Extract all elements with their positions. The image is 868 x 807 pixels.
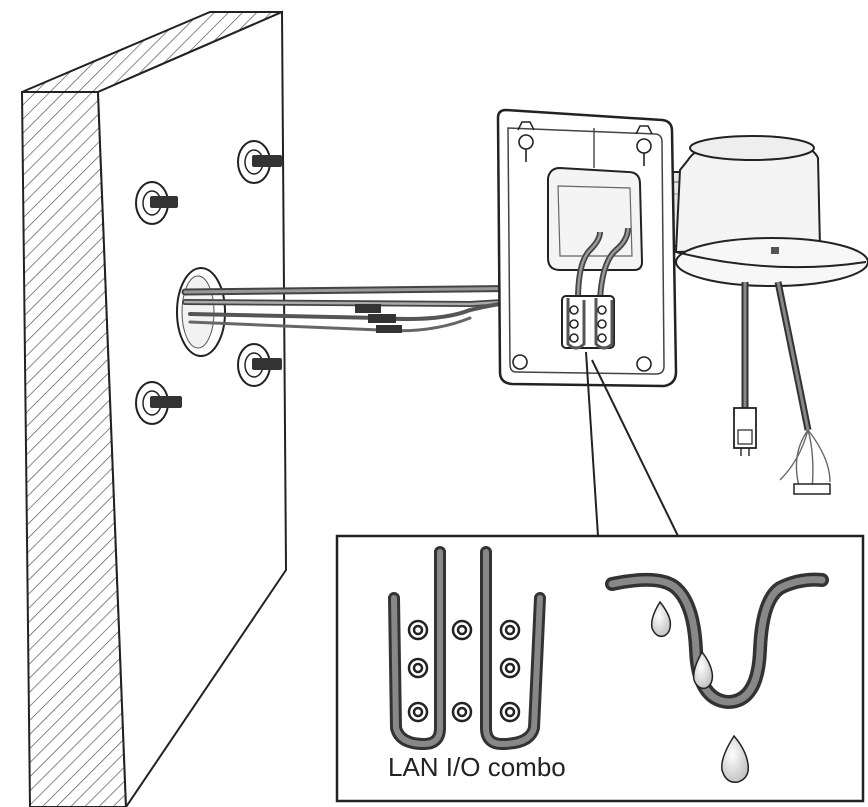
combo-rings <box>407 619 521 723</box>
camera-dome-mount <box>674 135 868 287</box>
screw-top-right <box>237 140 282 184</box>
keyhole-top-right <box>635 125 653 166</box>
water-drop-1 <box>650 600 672 638</box>
water-drop-3 <box>721 734 750 783</box>
screw-bottom-left <box>135 381 182 425</box>
keyhole-bottom-left <box>512 354 528 370</box>
combo-label: LAN I/O combo <box>388 752 566 782</box>
wire-bundle <box>779 429 831 495</box>
screw-top-left <box>135 181 178 225</box>
keyhole-top-left <box>517 121 535 162</box>
wall-edge <box>20 91 128 807</box>
drip-loop-detail <box>605 572 829 710</box>
screw-bottom-right <box>237 343 282 387</box>
mounting-bracket <box>496 108 678 388</box>
camera-cables <box>733 281 831 495</box>
detail-callout-box <box>335 534 865 803</box>
wall-face <box>96 10 288 807</box>
rj45-plug <box>733 407 757 456</box>
keyhole-bottom-right <box>636 356 652 372</box>
lan-io-combo-clip <box>561 295 615 350</box>
combo-detail <box>388 546 546 751</box>
wall-hole <box>176 267 226 357</box>
water-drop-2 <box>692 650 714 690</box>
